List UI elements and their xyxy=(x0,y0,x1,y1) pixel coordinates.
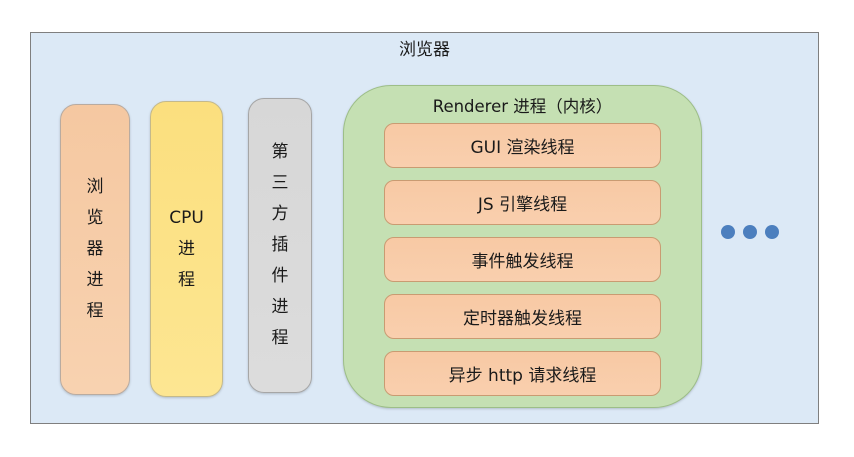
renderer-process-container: Renderer 进程（内核） GUI 渲染线程 JS 引擎线程 事件触发线程 … xyxy=(343,85,702,408)
event-trigger-thread-box: 事件触发线程 xyxy=(384,237,661,282)
more-processes-dot xyxy=(743,225,757,239)
renderer-process-title: Renderer 进程（内核） xyxy=(432,96,613,116)
browser-process-label: 浏 览 器 进 程 xyxy=(86,177,104,321)
cpu-process-label: CPU 进 程 xyxy=(169,207,204,290)
gui-render-thread-box: GUI 渲染线程 xyxy=(384,123,661,168)
async-http-request-thread-box: 异步 http 请求线程 xyxy=(384,351,661,396)
browser-container-title: 浏览器 xyxy=(399,40,450,60)
js-engine-thread-box: JS 引擎线程 xyxy=(384,180,661,225)
timer-trigger-thread-box: 定时器触发线程 xyxy=(384,294,661,339)
browser-process-pill: 浏 览 器 进 程 xyxy=(60,104,130,395)
more-processes-dot xyxy=(721,225,735,239)
third-party-plugin-process-pill: 第 三 方 插 件 进 程 xyxy=(248,98,312,393)
more-processes-ellipsis xyxy=(721,225,779,239)
more-processes-dot xyxy=(765,225,779,239)
renderer-threads-list: GUI 渲染线程 JS 引擎线程 事件触发线程 定时器触发线程 异步 http … xyxy=(344,123,701,396)
cpu-process-pill: CPU 进 程 xyxy=(150,101,223,397)
third-party-plugin-process-label: 第 三 方 插 件 进 程 xyxy=(271,142,289,348)
